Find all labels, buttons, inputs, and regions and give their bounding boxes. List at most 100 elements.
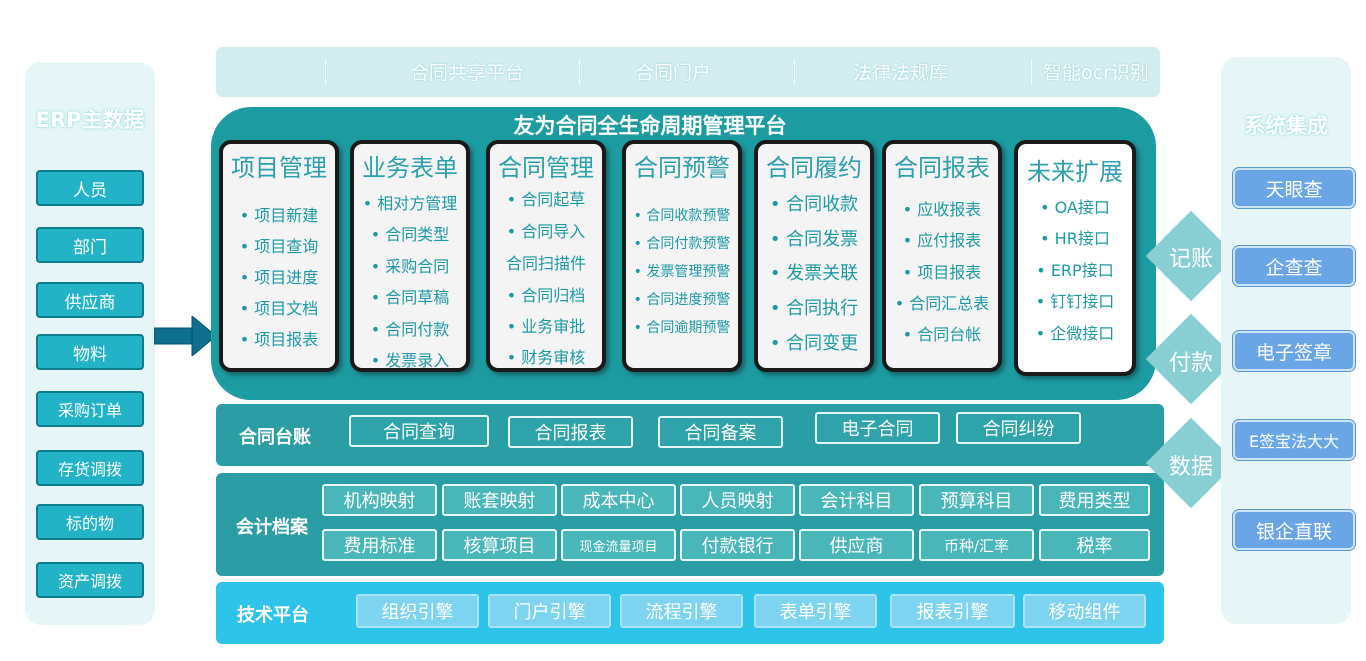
accounting-title: 会计档案 (236, 517, 308, 538)
module-business-forms[interactable]: 业务表单 • 相对方管理 • 合同类型 • 采购合同 • 合同草稿 • 合同付款… (350, 140, 470, 372)
module-item[interactable]: • 发票录入 (370, 351, 450, 370)
tech-item-form-engine[interactable]: 表单引擎 (754, 594, 877, 628)
integration-panel-title: 系统集成 (1244, 114, 1328, 138)
module-item[interactable]: • 项目报表 (902, 263, 982, 282)
module-item[interactable]: • 合同类型 (370, 225, 450, 244)
module-item[interactable]: • 发票关联 (769, 263, 859, 284)
module-item[interactable]: • 发票管理预警 (633, 264, 731, 280)
module-title: 业务表单 (362, 154, 458, 182)
accounting-item[interactable]: 税率 (1039, 529, 1150, 561)
erp-item-personnel[interactable]: 人员 (36, 170, 144, 206)
module-item[interactable]: • 应收报表 (902, 200, 982, 219)
ledger-item-query[interactable]: 合同查询 (349, 415, 489, 447)
module-item[interactable]: • 合同进度预警 (633, 292, 731, 308)
module-contract-reports[interactable]: 合同报表 • 应收报表 • 应付报表 • 项目报表 • 合同汇总表 • 合同台帐 (882, 140, 1002, 372)
module-item[interactable]: • 企微接口 (1035, 324, 1115, 343)
module-item[interactable]: • 合同台帐 (902, 325, 982, 344)
module-item[interactable]: • 合同归档 (506, 286, 586, 305)
top-item-shared-platform[interactable]: 合同共享平台 (410, 62, 525, 84)
module-future-expansion[interactable]: 未来扩展 • OA接口 • HR接口 • ERP接口 • 钉钉接口 • 企微接口 (1014, 140, 1136, 376)
top-separator (579, 60, 580, 84)
module-item[interactable]: • ERP接口 (1036, 261, 1114, 280)
top-separator (1031, 60, 1032, 84)
accounting-item[interactable]: 费用标准 (322, 529, 437, 561)
ledger-item-dispute[interactable]: 合同纠纷 (956, 412, 1081, 444)
module-item[interactable]: • 业务审批 (506, 317, 586, 336)
module-item[interactable]: • 合同草稿 (370, 288, 450, 307)
accounting-item[interactable]: 机构映射 (322, 484, 437, 516)
module-item[interactable]: • 合同执行 (769, 298, 859, 319)
top-item-ocr[interactable]: 智能ocr识别 (1043, 62, 1149, 84)
integration-item-bank-enterprise[interactable]: 银企直联 (1233, 510, 1355, 550)
tech-title: 技术平台 (237, 605, 309, 626)
module-item[interactable]: • 合同汇总表 (894, 294, 990, 313)
module-item[interactable]: • 合同付款 (370, 320, 450, 339)
module-item[interactable]: • 合同收款预警 (633, 208, 731, 224)
module-contract-performance[interactable]: 合同履约 • 合同收款 • 合同发票 • 发票关联 • 合同执行 • 合同变更 (754, 140, 874, 372)
erp-item-supplier[interactable]: 供应商 (36, 282, 144, 318)
module-item[interactable]: • 合同起草 (506, 190, 586, 209)
module-item[interactable]: • 合同付款预警 (633, 236, 731, 252)
module-item[interactable]: • 相对方管理 (362, 194, 458, 213)
erp-item-asset-transfer[interactable]: 资产调拨 (36, 562, 144, 598)
ledger-item-report[interactable]: 合同报表 (508, 416, 633, 448)
module-item[interactable]: • HR接口 (1040, 229, 1110, 248)
erp-item-material[interactable]: 物料 (36, 334, 144, 370)
module-item[interactable]: • 应付报表 (902, 231, 982, 250)
accounting-item[interactable]: 预算科目 (919, 484, 1034, 516)
accounting-item[interactable]: 账套映射 (442, 484, 557, 516)
module-item[interactable]: • 合同发票 (769, 229, 859, 250)
module-item[interactable]: • 项目新建 (239, 206, 319, 225)
module-item[interactable]: • 钉钉接口 (1035, 292, 1115, 311)
connector-bookkeeping: 记账 (1168, 247, 1213, 272)
accounting-item[interactable]: 成本中心 (561, 484, 676, 516)
integration-item-qichacha[interactable]: 企查查 (1233, 246, 1355, 286)
module-item[interactable]: • OA接口 (1040, 198, 1110, 217)
tech-item-org-engine[interactable]: 组织引擎 (356, 594, 479, 628)
ledger-item-e-contract[interactable]: 电子合同 (815, 412, 940, 444)
module-project-management[interactable]: 项目管理 • 项目新建 • 项目查询 • 项目进度 • 项目文档 • 项目报表 (219, 140, 339, 372)
accounting-item[interactable]: 会计科目 (799, 484, 914, 516)
erp-item-purchase-order[interactable]: 采购订单 (36, 391, 144, 427)
erp-item-subject-matter[interactable]: 标的物 (36, 504, 144, 540)
module-item[interactable]: • 合同逾期预警 (633, 320, 731, 336)
module-title: 合同履约 (766, 154, 862, 182)
integration-item-tianyancha[interactable]: 天眼查 (1233, 168, 1355, 208)
module-item[interactable]: • 财务审核 (506, 348, 586, 367)
module-contract-alerts[interactable]: 合同预警 • 合同收款预警 • 合同付款预警 • 发票管理预警 • 合同进度预警… (622, 140, 742, 372)
tech-item-portal-engine[interactable]: 门户引擎 (488, 594, 611, 628)
ledger-title: 合同台账 (239, 427, 311, 448)
accounting-item[interactable]: 费用类型 (1039, 484, 1150, 516)
connector-data: 数据 (1168, 455, 1213, 480)
integration-item-e-signature[interactable]: 电子签章 (1233, 331, 1355, 371)
top-item-contract-portal[interactable]: 合同门户 (635, 62, 712, 84)
module-item[interactable]: 合同扫描件 (505, 254, 586, 273)
accounting-item[interactable]: 供应商 (799, 529, 914, 561)
erp-item-department[interactable]: 部门 (36, 227, 144, 263)
module-title: 合同管理 (498, 154, 594, 182)
module-title: 项目管理 (231, 154, 327, 182)
module-contract-management[interactable]: 合同管理 • 合同起草 • 合同导入 合同扫描件 • 合同归档 • 业务审批 •… (486, 140, 606, 372)
ledger-item-filing[interactable]: 合同备案 (658, 416, 783, 448)
integration-item-esign-fadada[interactable]: E签宝法大大 (1233, 420, 1355, 460)
accounting-item[interactable]: 核算项目 (442, 529, 557, 561)
right-arrow-icon (154, 316, 217, 356)
module-item[interactable]: • 项目报表 (239, 330, 319, 349)
module-item[interactable]: • 合同收款 (769, 194, 859, 215)
tech-item-report-engine[interactable]: 报表引擎 (890, 594, 1015, 628)
accounting-item[interactable]: 现金流量项目 (561, 529, 676, 561)
module-item[interactable]: • 项目文档 (239, 299, 319, 318)
module-item[interactable]: • 项目查询 (239, 237, 319, 256)
erp-item-inventory-transfer[interactable]: 存货调拨 (36, 450, 144, 486)
module-item[interactable]: • 合同导入 (506, 222, 586, 241)
accounting-item[interactable]: 币种/汇率 (919, 529, 1034, 561)
module-item[interactable]: • 项目进度 (239, 268, 319, 287)
tech-item-mobile-components[interactable]: 移动组件 (1023, 594, 1146, 628)
module-item[interactable]: • 采购合同 (370, 257, 450, 276)
module-title: 未来扩展 (1027, 158, 1123, 186)
module-item[interactable]: • 合同变更 (769, 333, 859, 354)
accounting-item[interactable]: 人员映射 (680, 484, 795, 516)
top-item-law-library[interactable]: 法律法规库 (853, 62, 949, 84)
accounting-item[interactable]: 付款银行 (680, 529, 795, 561)
tech-item-workflow-engine[interactable]: 流程引擎 (620, 594, 743, 628)
